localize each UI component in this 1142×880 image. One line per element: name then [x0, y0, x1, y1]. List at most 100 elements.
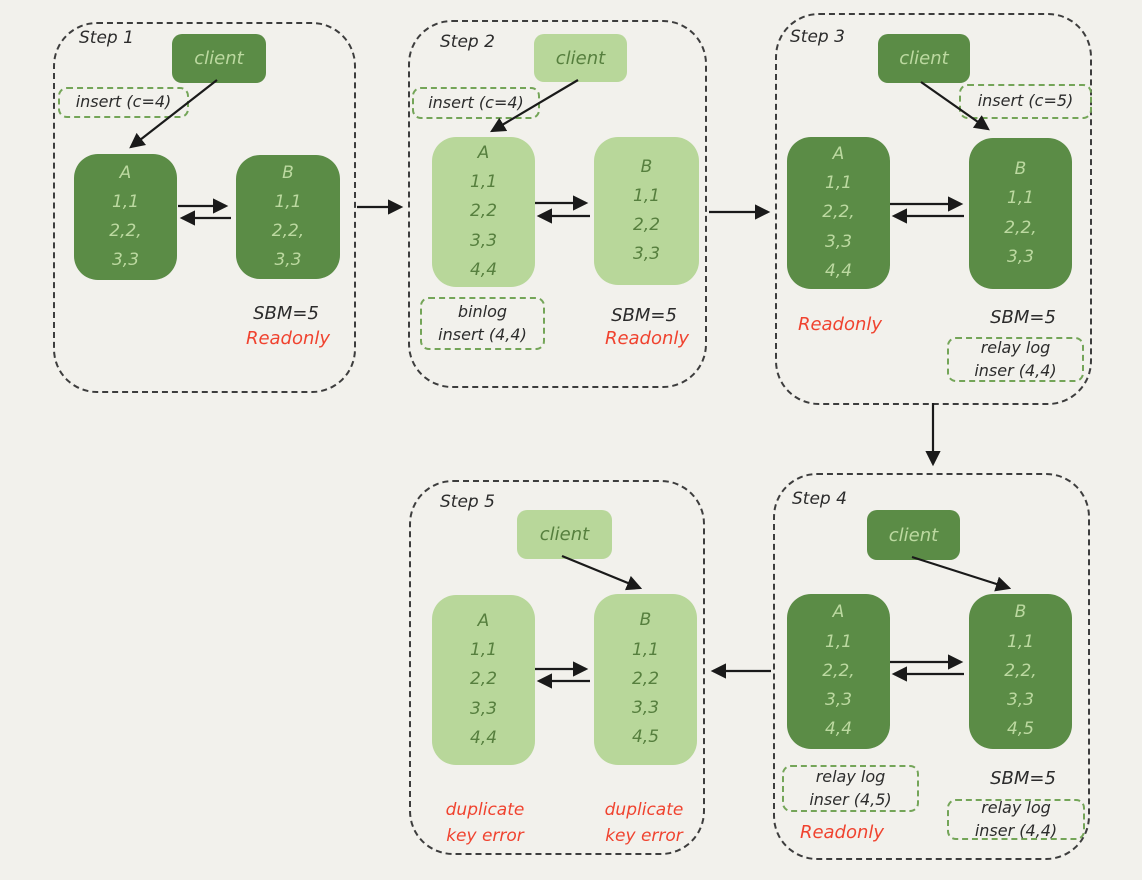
error-line: key error: [605, 826, 683, 847]
node-row: 2,2: [632, 215, 661, 235]
step-3-node-a: A 1,1 2,2, 3,3 4,4: [787, 137, 890, 289]
node-row: 1,1: [111, 191, 140, 212]
step-3-title: Step 3: [790, 27, 845, 47]
node-row: 3,3: [469, 230, 498, 251]
node-row: 1,1: [274, 191, 302, 212]
step-5-duplicate-error-b: duplicate key error: [595, 797, 693, 850]
tag-line: relay log: [980, 338, 1051, 358]
step-5-client-box: client: [517, 510, 612, 559]
error-line: duplicate: [604, 800, 684, 820]
tag-line: inser (4,5): [809, 789, 892, 809]
node-row: 1,1: [632, 185, 661, 206]
node-row: 4,5: [1006, 719, 1035, 740]
error-line: duplicate: [445, 800, 525, 820]
step-4-relaylog-a-tag: relay log inser (4,5): [782, 765, 919, 812]
step-1-insert-tag: insert (c=4): [58, 87, 189, 118]
node-title: B: [1014, 602, 1027, 623]
tag-line: inser (4,4): [974, 360, 1057, 380]
step-3-container: Step 3 client insert (c=5) A 1,1 2,2, 3,…: [775, 13, 1092, 405]
node-title: B: [282, 162, 294, 183]
node-row: 3,3: [632, 244, 661, 265]
node-row: 1,1: [469, 172, 498, 193]
step-4-readonly-status: Readonly: [799, 822, 885, 843]
node-row: 2,2,: [1004, 217, 1037, 238]
node-row: 1,1: [469, 640, 498, 661]
step-2-sbm-status: SBM=5: [611, 305, 677, 326]
node-title: B: [640, 156, 653, 177]
step-4-node-b: B 1,1 2,2, 3,3 4,5: [969, 594, 1072, 749]
step-2-readonly-status: Readonly: [604, 328, 690, 349]
step-4-title: Step 4: [792, 489, 847, 509]
node-row: 4,4: [469, 259, 498, 280]
step-5-duplicate-error-a: duplicate key error: [436, 797, 534, 850]
node-row: 3,3: [111, 250, 140, 271]
step-3-client-box: client: [878, 34, 970, 83]
node-title: A: [477, 610, 490, 631]
node-title: A: [477, 142, 490, 163]
node-row: 4,4: [824, 719, 853, 740]
node-row: 3,3: [1006, 690, 1035, 711]
node-row: 3,3: [631, 698, 660, 719]
step-2-container: Step 2 client insert (c=4) A 1,1 2,2 3,3…: [408, 20, 707, 388]
step-2-node-b: B 1,1 2,2 3,3: [594, 137, 699, 285]
step-5-node-b: B 1,1 2,2 3,3 4,5: [594, 594, 697, 765]
step-3-node-b: B 1,1 2,2, 3,3: [969, 138, 1072, 289]
step-2-title: Step 2: [440, 32, 495, 52]
step-4-client-box: client: [867, 510, 960, 560]
step-1-client-box: client: [172, 34, 266, 83]
step-2-insert-tag: insert (c=4): [412, 87, 540, 119]
node-row: 2,2: [469, 201, 498, 222]
tag-line: insert (4,4): [438, 324, 527, 344]
step-1-node-b: B 1,1 2,2, 3,3: [236, 155, 340, 279]
node-row: 2,2,: [822, 202, 855, 223]
node-row: 2,2,: [822, 660, 855, 681]
step-3-insert-tag: insert (c=5): [959, 84, 1092, 119]
node-row: 2,2,: [109, 221, 142, 241]
step-5-node-a: A 1,1 2,2 3,3 4,4: [432, 595, 535, 765]
node-row: 3,3: [469, 698, 498, 719]
step-1-title: Step 1: [79, 28, 134, 48]
tag-line: inser (4,4): [974, 820, 1058, 840]
step-1-readonly-status: Readonly: [245, 328, 331, 349]
tag-line: insert (c=4): [75, 92, 172, 112]
tag-line: insert (c=4): [428, 92, 524, 112]
node-title: B: [639, 610, 652, 631]
node-title: A: [832, 143, 845, 164]
node-row: 4,4: [824, 260, 853, 281]
step-1-container: Step 1 client insert (c=4) A 1,1 2,2, 3,…: [53, 22, 356, 393]
node-row: 1,1: [1006, 631, 1035, 652]
node-title: B: [1014, 159, 1027, 180]
node-row: 3,3: [824, 231, 853, 252]
node-row: 2,2: [469, 669, 498, 690]
step-4-sbm-status: SBM=5: [990, 768, 1056, 789]
tag-line: insert (c=5): [977, 91, 1074, 111]
step-5-title: Step 5: [440, 492, 495, 512]
step-3-sbm-status: SBM=5: [990, 307, 1056, 328]
step-1-node-a: A 1,1 2,2, 3,3: [74, 154, 177, 280]
tag-line: relay log: [981, 798, 1051, 818]
tag-line: binlog: [457, 302, 508, 322]
node-row: 2,2: [631, 668, 660, 689]
step-4-container: Step 4 client A 1,1 2,2, 3,3 4,4 B 1,1 2…: [773, 473, 1090, 860]
node-row: 1,1: [824, 173, 853, 194]
step-3-relaylog-tag: relay log inser (4,4): [947, 337, 1084, 382]
node-row: 4,5: [631, 727, 660, 748]
node-row: 1,1: [824, 631, 853, 652]
tag-line: relay log: [815, 767, 886, 787]
step-1-sbm-status: SBM=5: [253, 303, 319, 324]
step-2-binlog-tag: binlog insert (4,4): [420, 297, 545, 350]
node-row: 4,4: [469, 727, 498, 748]
node-row: 3,3: [274, 250, 302, 271]
node-title: A: [119, 162, 132, 183]
error-line: key error: [446, 826, 524, 847]
step-5-container: Step 5 client A 1,1 2,2 3,3 4,4 B 1,1 2,…: [409, 480, 705, 855]
step-3-readonly-status: Readonly: [797, 314, 883, 335]
node-row: 3,3: [1006, 246, 1035, 267]
step-4-relaylog-b-tag: relay log inser (4,4): [947, 798, 1085, 840]
node-row: 3,3: [824, 690, 853, 711]
node-row: 1,1: [1006, 188, 1035, 209]
node-row: 2,2,: [1004, 660, 1037, 681]
node-title: A: [832, 602, 845, 623]
step-2-node-a: A 1,1 2,2 3,3 4,4: [432, 137, 535, 287]
